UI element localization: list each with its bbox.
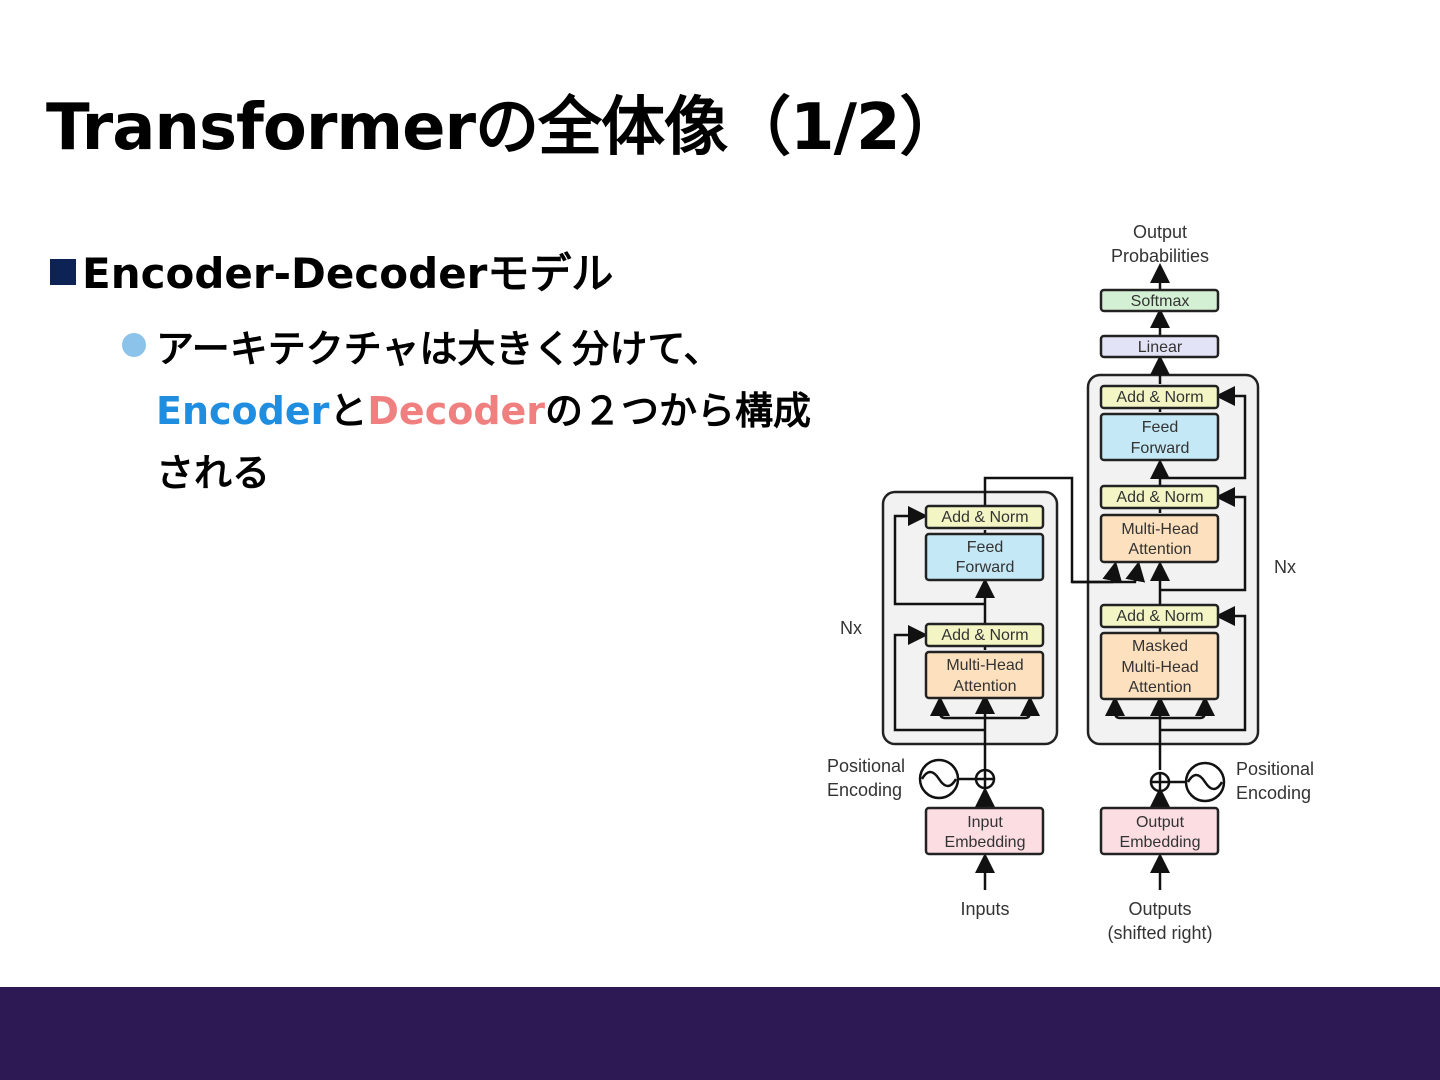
and-word: と (329, 389, 368, 433)
decoder-multi-head-attention (1099, 513, 1220, 564)
softmax-label: Softmax (1131, 293, 1190, 310)
decoder-positional-label-2: Encoding (1236, 783, 1311, 803)
decoder-add-norm-top-label: Add & Norm (1116, 389, 1203, 406)
sub-line3: される (156, 451, 271, 495)
decoder-add-norm-bottom (1099, 603, 1220, 629)
bullet-main: Encoder-Decoderモデル (50, 240, 613, 301)
inputs-label: Inputs (960, 899, 1009, 919)
encoder-ff-label-1: Feed (967, 539, 1003, 556)
output-probs-label-2: Probabilities (1111, 246, 1209, 266)
linear-label: Linear (1138, 339, 1183, 356)
decoder-masked-attention (1099, 631, 1220, 701)
transformer-architecture-diagram: Add & Norm Feed Forward Add & Norm Multi… (827, 222, 1314, 943)
footer-bar (0, 987, 1440, 1080)
decoder-add-norm-middle (1099, 484, 1220, 510)
decoder-ff-label-1: Feed (1142, 419, 1178, 436)
output-embedding-box (1099, 806, 1220, 856)
decoder-add-norm-middle-label: Add & Norm (1116, 489, 1203, 506)
decoder-mha-label-2: Attention (1128, 541, 1191, 558)
encoder-add-norm-top-label: Add & Norm (941, 509, 1028, 526)
decoder-positional-label-1: Positional (1236, 759, 1314, 779)
encoder-word: Encoder (156, 389, 330, 433)
encoder-add-norm-bottom-label: Add & Norm (941, 627, 1028, 644)
outputs-label-1: Outputs (1128, 899, 1191, 919)
encoder-nx-label: Nx (840, 618, 862, 638)
decoder-nx-label: Nx (1274, 557, 1296, 577)
decoder-feed-forward (1099, 412, 1220, 462)
encoder-feed-forward (924, 532, 1045, 582)
input-embedding-label-2: Embedding (945, 834, 1026, 851)
input-embedding-box (924, 806, 1045, 856)
masked-label-3: Attention (1128, 679, 1191, 696)
encoder-mha-label-2: Attention (953, 678, 1016, 695)
bullet-main-text: Encoder-Decoderモデル (82, 249, 614, 298)
outputs-label-2: (shifted right) (1107, 923, 1212, 943)
output-embedding-label-1: Output (1136, 814, 1185, 831)
decoder-add-norm-top (1099, 384, 1220, 410)
linear-box (1099, 334, 1220, 359)
square-bullet-icon (50, 259, 76, 285)
encoder-add-norm-bottom (924, 622, 1045, 648)
encoder-add-norm-top (924, 504, 1045, 530)
decoder-add-norm-bottom-label: Add & Norm (1116, 608, 1203, 625)
encoder-positional-label-1: Positional (827, 756, 905, 776)
encoder-positional-label-2: Encoding (827, 780, 902, 800)
sub-bullet-text: アーキテクチャは大きく分けて、 EncoderとDecoderの２つから構成 さ… (156, 318, 846, 504)
decoder-mha-label-1: Multi-Head (1121, 521, 1198, 538)
output-embedding-label-2: Embedding (1120, 834, 1201, 851)
circle-bullet-icon (122, 333, 146, 357)
masked-label-2: Multi-Head (1121, 659, 1198, 676)
masked-label-1: Masked (1132, 638, 1188, 655)
encoder-ff-label-2: Forward (956, 559, 1015, 576)
encoder-multi-head-attention (924, 650, 1045, 700)
sub-line2-rest: の２つから構成 (545, 389, 812, 433)
input-embedding-label-1: Input (967, 814, 1003, 831)
encoder-mha-label-1: Multi-Head (946, 657, 1023, 674)
decoder-ff-label-2: Forward (1131, 440, 1190, 457)
softmax-box (1099, 288, 1220, 313)
decoder-word: Decoder (367, 389, 546, 433)
slide-title: Transformerの全体像（1/2） (46, 91, 963, 165)
sub-line1: アーキテクチャは大きく分けて、 (156, 327, 722, 371)
output-probs-label-1: Output (1133, 222, 1187, 242)
